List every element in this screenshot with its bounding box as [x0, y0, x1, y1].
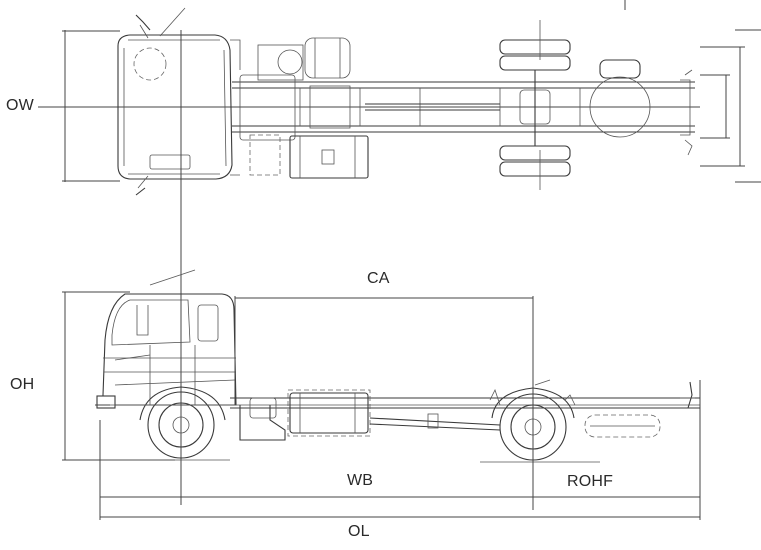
ol-label: OL	[348, 523, 370, 540]
top-view	[38, 0, 761, 196]
rohf-label: ROHF	[567, 473, 614, 490]
ca-label: CA	[367, 270, 390, 287]
oh-label: OH	[10, 376, 35, 393]
wb-label: WB	[347, 472, 374, 489]
ow-label: OW	[6, 97, 34, 114]
side-view	[62, 269, 701, 520]
